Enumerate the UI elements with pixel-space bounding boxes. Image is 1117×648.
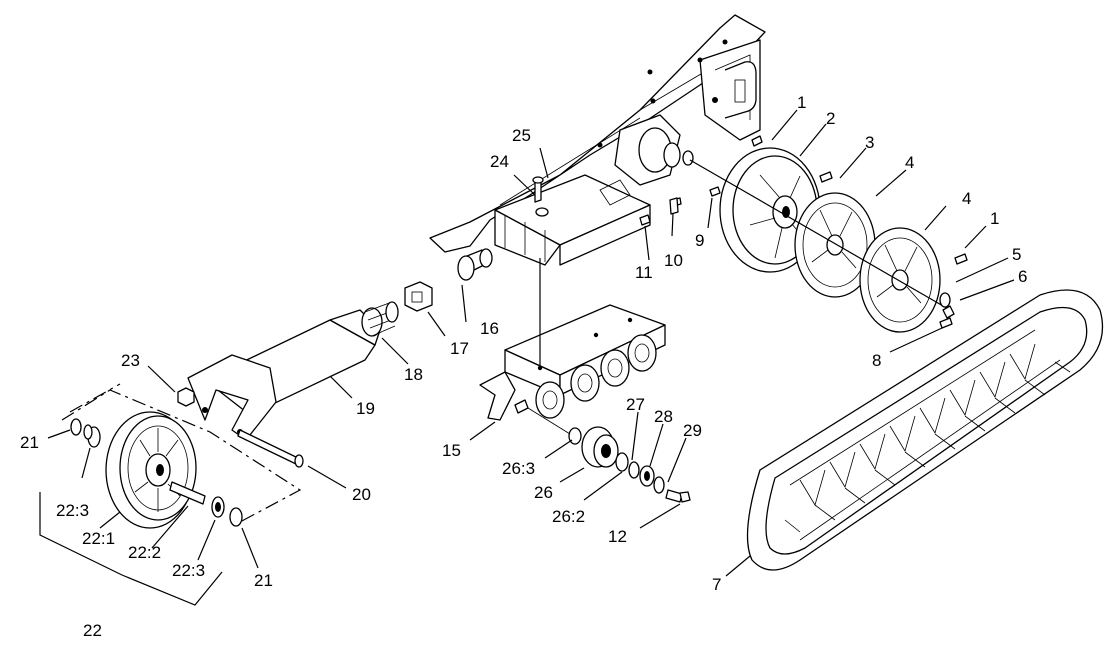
label-1a: 1 [797, 93, 806, 112]
label-4a: 4 [905, 153, 914, 172]
fastener-10-11 [639, 197, 679, 226]
label-20: 20 [352, 485, 371, 504]
spacer-17 [404, 281, 433, 312]
label-26-2: 26:2 [552, 507, 585, 526]
label-7: 7 [712, 575, 721, 594]
label-4b: 4 [962, 189, 971, 208]
label-9: 9 [695, 231, 704, 250]
label-24: 24 [490, 152, 509, 171]
label-1b: 1 [990, 209, 999, 228]
bolt-20 [237, 429, 304, 468]
label-11: 11 [635, 263, 653, 282]
nut-23 [177, 387, 195, 407]
rubber-track-7 [746, 289, 1104, 571]
label-26: 26 [534, 483, 553, 502]
label-19: 19 [356, 399, 375, 418]
label-21a: 21 [20, 433, 39, 452]
label-22-2: 22:2 [128, 543, 161, 562]
label-28: 28 [654, 407, 673, 426]
tension-cylinder [187, 301, 399, 441]
label-18: 18 [404, 365, 423, 384]
idler-wheel-22 [61, 383, 302, 529]
label-27: 27 [626, 395, 645, 414]
label-29: 29 [683, 421, 702, 440]
label-6: 6 [1018, 267, 1027, 286]
label-10: 10 [664, 251, 683, 270]
label-17: 17 [450, 339, 469, 358]
label-15: 15 [442, 441, 461, 460]
label-22-3b: 22:3 [172, 561, 205, 580]
roller-26 [527, 407, 691, 503]
sprocket-plate-4b [859, 227, 941, 333]
drive-bolts [671, 135, 968, 329]
label-8: 8 [872, 351, 881, 370]
label-2: 2 [826, 109, 835, 128]
label-21b: 21 [254, 571, 273, 590]
label-23: 23 [121, 351, 140, 370]
label-22-1: 22:1 [82, 529, 115, 548]
label-3: 3 [865, 133, 874, 152]
roller-carriage-15 [479, 258, 666, 421]
frame-bracket [429, 14, 766, 266]
leader-lines [47, 109, 1015, 577]
bracket-22 [39, 492, 223, 606]
drive-axis-line [689, 159, 951, 311]
label-26-3: 26:3 [502, 459, 535, 478]
label-12: 12 [608, 527, 627, 546]
label-5: 5 [1012, 245, 1021, 264]
label-16: 16 [480, 319, 499, 338]
label-22-3a: 22:3 [56, 501, 89, 520]
label-25: 25 [512, 126, 531, 145]
label-22: 22 [83, 621, 102, 640]
tube-16 [457, 248, 493, 281]
